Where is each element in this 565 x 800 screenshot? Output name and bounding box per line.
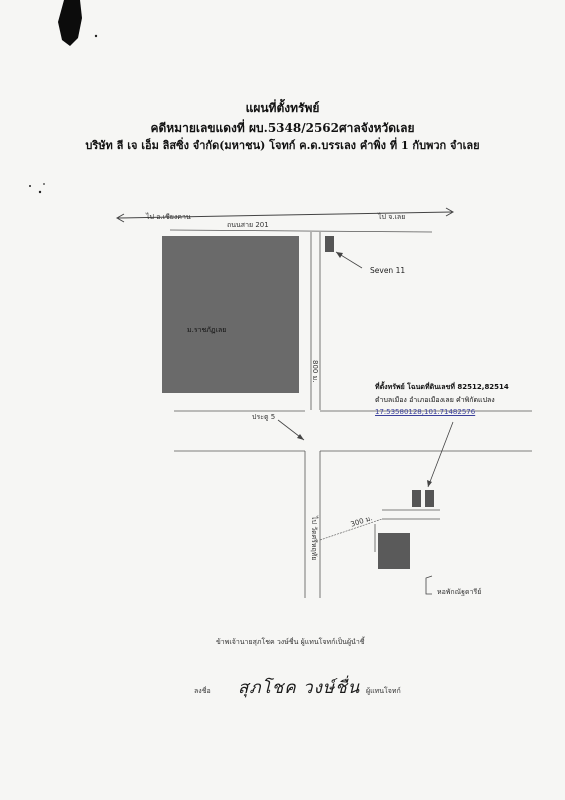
highway-edge xyxy=(169,229,433,233)
property-deed-line: ที่ตั้งทรัพย์ โฉนดที่ดินเลขที่ 82512,825… xyxy=(375,383,509,391)
seven-eleven-marker xyxy=(325,236,334,252)
label-seven-eleven: Seven 11 xyxy=(370,266,406,275)
case-parties: บริษัท ลี เจ เอ็ม ลิสซิ่ง จำกัด(มหาชน) โ… xyxy=(85,139,480,152)
university-block xyxy=(162,236,299,393)
label-highway: ถนนสาย 201 xyxy=(227,221,269,229)
label-road-name: ไป วัดศรีหฤทัย xyxy=(310,516,318,561)
representative-statement: ข้าพเจ้านายสุภโชค วงษ์ชื่น ผู้แทนโจทก์เป… xyxy=(216,638,365,646)
dormitory-block xyxy=(378,533,410,569)
ink-blot xyxy=(58,0,82,46)
property-coordinates: 17.53580128,101.71482576 xyxy=(375,408,476,416)
property-plot-1 xyxy=(412,490,421,507)
sign-suffix: ผู้แทนโจทก์ xyxy=(366,687,401,695)
label-distance-800: 800 ม. xyxy=(311,360,319,383)
highway-line xyxy=(117,211,453,219)
handwritten-signature: สุภโชค วงษ์ชื่น xyxy=(238,678,361,698)
arrow-right-icon xyxy=(445,207,455,217)
property-location-line: ตำบลเมือง อำเภอเมืองเลย คำพิกัดแปลง xyxy=(375,396,495,404)
arrow-left-icon xyxy=(115,213,125,223)
case-number: คดีหมายเลขแดงที่ ผบ.5348/2562ศาลจังหวัดเ… xyxy=(150,121,415,135)
dormitory-pointer xyxy=(425,575,433,595)
label-to-loei: ไป จ.เลย xyxy=(378,213,406,221)
property-pointer xyxy=(427,421,454,488)
document-title: แผนที่ตั้งทรัพย์ xyxy=(245,101,320,115)
label-gate: ประตู 5 xyxy=(252,413,276,421)
side-road-dashed xyxy=(319,518,383,541)
label-university: ม.ราชภัฏเลย xyxy=(187,326,227,334)
sign-prefix: ลงชื่อ xyxy=(194,687,211,695)
label-dormitory: หอพักณัฐดารีย์ xyxy=(437,588,482,596)
label-to-chiang-khan: ไป อ.เชียงคาน xyxy=(146,213,191,221)
property-plot-2 xyxy=(425,490,434,507)
